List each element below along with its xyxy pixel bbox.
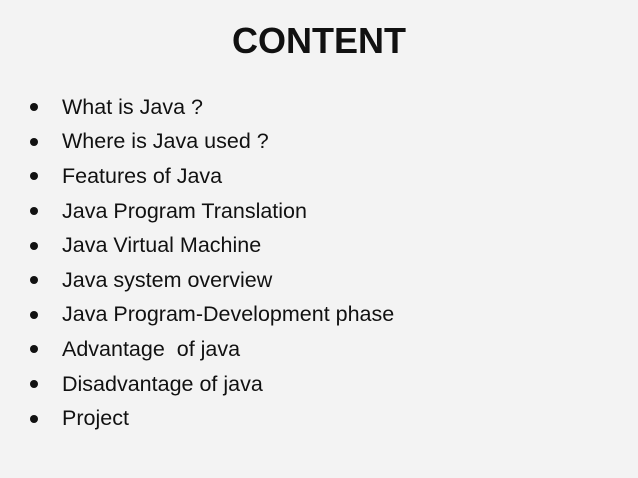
bullet-dot-icon [30, 310, 38, 319]
bullet-dot-icon [30, 137, 38, 146]
list-item-label: Advantage of java [62, 336, 241, 361]
list-item: Advantage of java [30, 332, 610, 367]
list-item: Where is Java used ? [30, 125, 610, 160]
list-item-label: Project [62, 406, 129, 431]
list-item-label: Java Virtual Machine [62, 233, 262, 258]
list-item: Disadvantage of java [30, 367, 610, 402]
content-list: What is Java ? Where is Java used ? Feat… [30, 90, 610, 436]
bullet-dot-icon [30, 380, 38, 389]
slide-title: CONTENT [232, 20, 406, 61]
bullet-dot-icon [30, 345, 38, 354]
bullet-dot-icon [30, 414, 38, 423]
list-item-label: Java system overview [62, 267, 273, 292]
list-item-label: What is Java ? [62, 94, 203, 119]
bullet-dot-icon [30, 103, 38, 112]
list-item: Java Virtual Machine [30, 228, 610, 263]
list-item: Project [30, 401, 610, 436]
bullet-dot-icon [30, 241, 38, 250]
bullet-dot-icon [30, 172, 38, 181]
bullet-dot-icon [30, 276, 38, 285]
list-item-label: Java Program Translation [62, 198, 307, 223]
list-item-label: Java Program-Development phase [62, 302, 395, 327]
list-item: Java Program-Development phase [30, 298, 610, 333]
list-item: Features of Java [30, 159, 610, 194]
list-item: Java system overview [30, 263, 610, 298]
list-item-label: Where is Java used ? [62, 129, 269, 154]
list-item-label: Disadvantage of java [62, 371, 263, 396]
list-item: What is Java ? [30, 90, 610, 125]
list-item-label: Features of Java [62, 163, 223, 188]
bullet-dot-icon [30, 207, 38, 216]
list-item: Java Program Translation [30, 194, 610, 229]
